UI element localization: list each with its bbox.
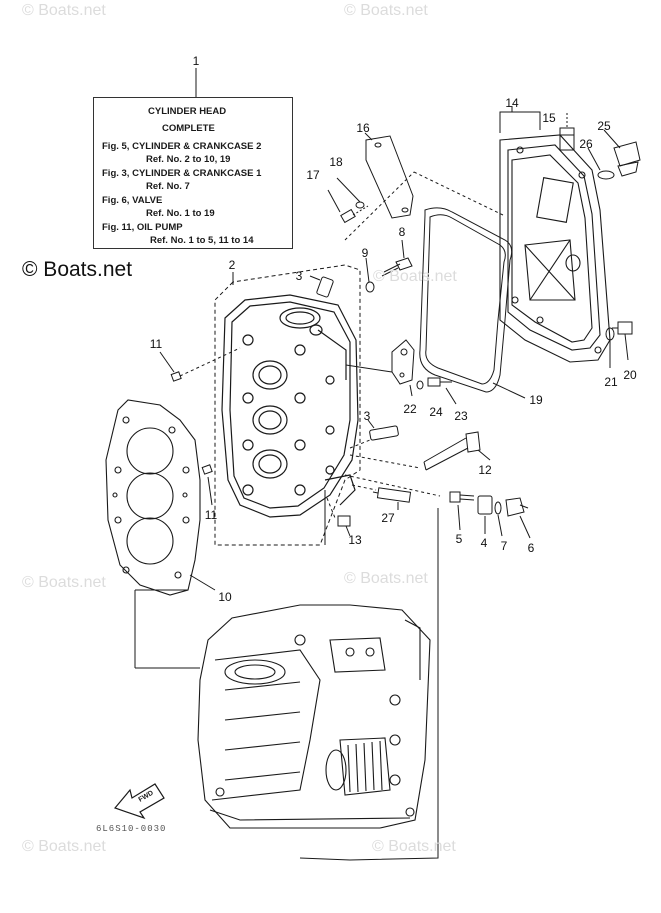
part-24-washer (416, 380, 424, 390)
callout-17[interactable]: 17 (306, 168, 320, 182)
part-20-bolt (612, 321, 633, 361)
callout-7[interactable]: 7 (500, 539, 508, 553)
part-5-bolt (449, 491, 475, 531)
part-14-bracket (499, 111, 541, 133)
callout-11[interactable]: 11 (149, 337, 163, 351)
note-line: COMPLETE (162, 123, 215, 134)
callout-12[interactable]: 12 (478, 463, 492, 477)
part-18-washer (355, 201, 365, 209)
part-17-bolt (327, 189, 356, 224)
fwd-arrow (113, 783, 165, 820)
callout-5[interactable]: 5 (455, 532, 463, 546)
copyright-label: © Boats.net (22, 258, 133, 281)
callout-13[interactable]: 13 (348, 533, 362, 547)
part-19-gasket (419, 207, 513, 393)
watermark: © Boats.net (22, 574, 106, 591)
callout-11[interactable]: 11 (204, 508, 218, 522)
part-3-dowel-lower (367, 419, 399, 441)
callout-10[interactable]: 10 (218, 590, 232, 604)
watermark: © Boats.net (22, 838, 106, 855)
part-6-plug (505, 497, 531, 539)
note-line: Ref. No. 1 to 5, 11 to 14 (150, 235, 254, 246)
callout-2[interactable]: 2 (228, 258, 236, 272)
callout-20[interactable]: 20 (623, 368, 637, 382)
note-line: Fig. 3, CYLINDER & CRANKCASE 1 (102, 168, 262, 179)
part-10-head-gasket (105, 399, 201, 596)
callout-3[interactable]: 3 (295, 269, 303, 283)
watermark: © Boats.net (373, 268, 457, 285)
note-line: Ref. No. 1 to 19 (146, 208, 215, 219)
callout-21[interactable]: 21 (604, 375, 618, 389)
cylinder-head (221, 294, 359, 518)
cylinder-block (197, 604, 431, 829)
callout-14[interactable]: 14 (505, 96, 519, 110)
part-9-washer (365, 281, 375, 293)
callout-4[interactable]: 4 (480, 536, 488, 550)
watermark: © Boats.net (344, 570, 428, 587)
watermark: © Boats.net (344, 2, 428, 19)
callout-1[interactable]: 1 (192, 54, 200, 68)
crankcase-frame (299, 508, 439, 861)
watermark: © Boats.net (22, 2, 106, 19)
callout-6[interactable]: 6 (527, 541, 535, 555)
part-11-dowel-lower (201, 464, 213, 475)
part-15 (559, 113, 575, 151)
part-27-spark-plug (372, 487, 412, 510)
note-line: Ref. No. 7 (146, 181, 190, 192)
callout-24[interactable]: 24 (429, 405, 443, 419)
callout-8[interactable]: 8 (398, 225, 406, 239)
note-line: Ref. No. 2 to 10, 19 (146, 154, 231, 165)
callout-18[interactable]: 18 (329, 155, 343, 169)
part-23-bolt (427, 377, 457, 405)
part-3-dowel-top (309, 275, 334, 298)
part-13-bolt (337, 515, 351, 537)
catalog-code: 6L6S10-0030 (96, 824, 167, 834)
note-line: Fig. 11, OIL PUMP (102, 222, 183, 233)
callout-19[interactable]: 19 (529, 393, 543, 407)
note-box: CYLINDER HEAD COMPLETE Fig. 5, CYLINDER … (93, 97, 293, 249)
part-12-bolt (423, 431, 491, 471)
callout-25[interactable]: 25 (597, 119, 611, 133)
callout-26[interactable]: 26 (579, 137, 593, 151)
head-cover (499, 134, 611, 363)
watermark: © Boats.net (372, 838, 456, 855)
part-2-boundary (214, 264, 361, 546)
callout-22[interactable]: 22 (403, 402, 417, 416)
part-25-cap (603, 129, 641, 177)
part-8-bolt (381, 239, 413, 277)
part-16-plate (364, 132, 414, 219)
callout-27[interactable]: 27 (381, 511, 395, 525)
callout-3[interactable]: 3 (363, 409, 371, 423)
note-line: CYLINDER HEAD (148, 106, 227, 117)
callout-23[interactable]: 23 (454, 409, 468, 423)
part-22-bracket (391, 339, 415, 397)
note-line: Fig. 5, CYLINDER & CRANKCASE 2 (102, 141, 262, 152)
part-26-ring (597, 170, 615, 180)
part-7-ring (494, 501, 502, 515)
part-4-sleeve (477, 495, 493, 515)
note-line: Fig. 6, VALVE (102, 195, 163, 206)
callout-16[interactable]: 16 (356, 121, 370, 135)
callout-15[interactable]: 15 (542, 111, 556, 125)
part-11-dowel-upper (170, 371, 182, 382)
callout-9[interactable]: 9 (361, 246, 369, 260)
